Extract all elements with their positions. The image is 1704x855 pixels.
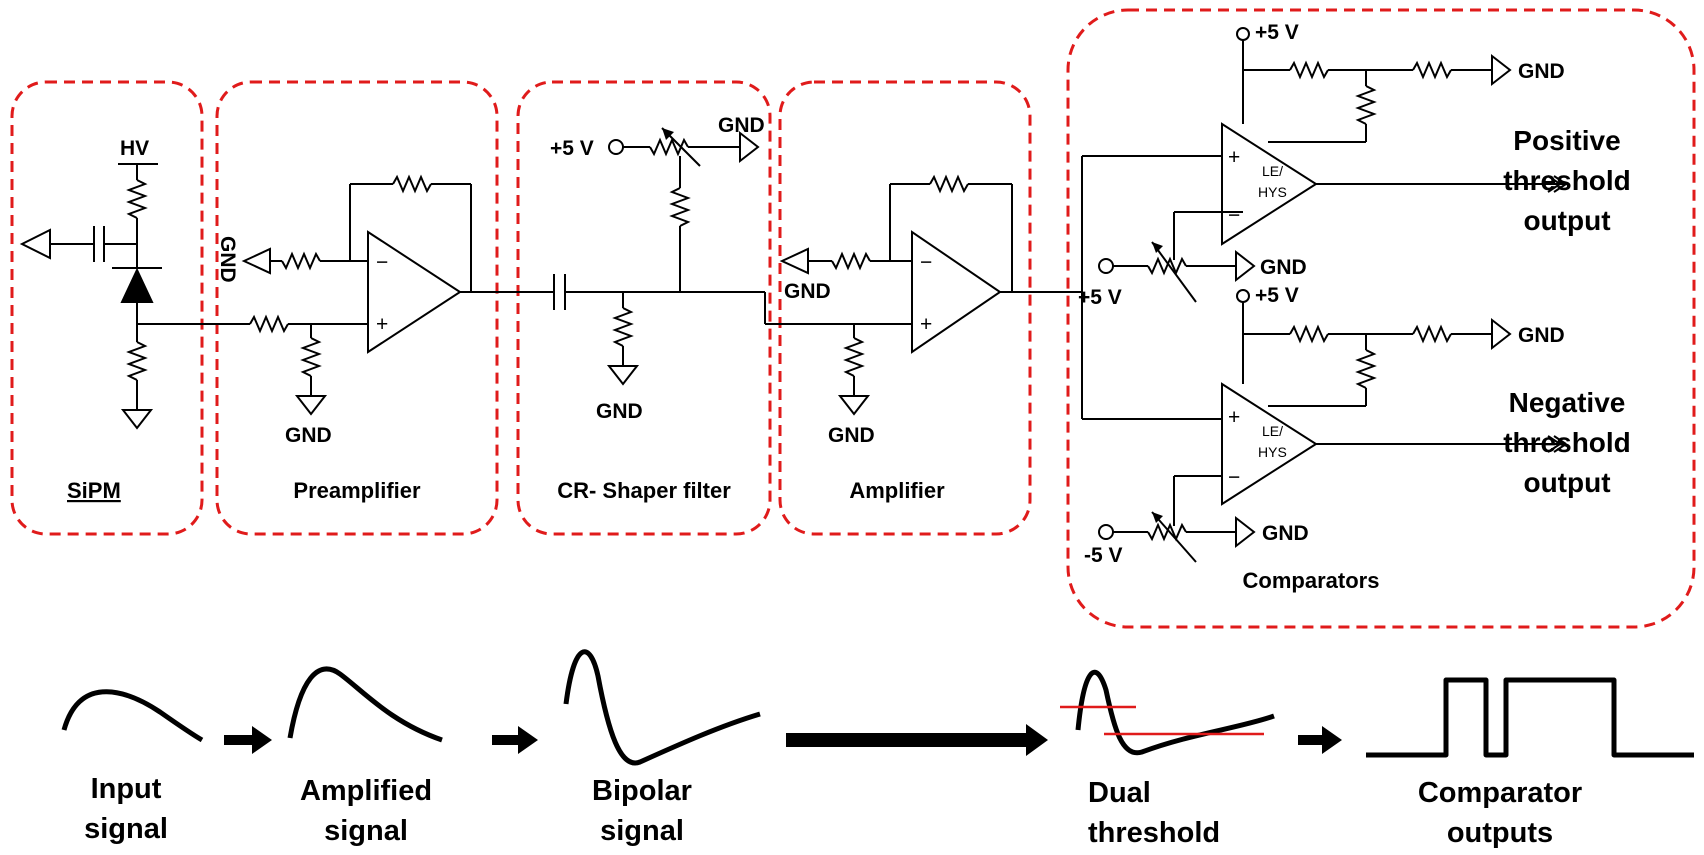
sipm-block [10, 80, 204, 536]
shaper-vcc-label: +5 V [550, 137, 594, 160]
dual-threshold-wave [1075, 669, 1275, 756]
comp-top-vcc: +5 V [1255, 21, 1299, 44]
amp-plus: + [920, 313, 932, 336]
waveforms [61, 649, 1694, 766]
shaper-gnd-top: GND [718, 114, 765, 137]
shaper-circuit [553, 127, 800, 386]
negative-output-line1: Negative [1509, 387, 1626, 418]
comparator-output-wave [1366, 677, 1694, 758]
shaper-label: CR- Shaper filter [557, 478, 731, 503]
dual-threshold-line1: Dual [1088, 777, 1151, 809]
positive-output-line1: Positive [1513, 125, 1620, 156]
amplified-signal-line2: signal [324, 815, 408, 847]
comparator-bottom-icon [1221, 382, 1318, 506]
sipm-circuit [19, 163, 250, 430]
negative-output-line3: output [1523, 467, 1610, 498]
preamp-gnd-left: GND [216, 236, 239, 283]
input-signal-line1: Input [91, 773, 162, 805]
bipolar-signal-line1: Bipolar [592, 775, 692, 807]
amp-gnd-left: GND [784, 280, 831, 303]
positive-output-line3: output [1523, 205, 1610, 236]
shaper-block [516, 80, 772, 536]
sipm-diode-icon [120, 267, 154, 303]
arrow-long-icon [786, 724, 1048, 756]
comparators-label: Comparators [1243, 568, 1380, 593]
comp-bot-text2: HYS [1258, 444, 1287, 460]
comp-bot-thr-vee: -5 V [1084, 544, 1123, 567]
shaper-gnd-bottom: GND [596, 400, 643, 423]
comparators-circuit [1081, 27, 1567, 563]
amplified-signal-wave [287, 666, 443, 743]
comp-top-thr-vcc: +5 V [1078, 286, 1122, 309]
comp-bot-minus: − [1228, 466, 1240, 489]
preamplifier-circuit [241, 174, 554, 416]
preamp-minus: − [376, 251, 388, 274]
input-signal-line2: signal [84, 813, 168, 845]
bipolar-signal-wave [563, 649, 761, 766]
preamplifier-block [215, 80, 499, 536]
arrow-2-icon [492, 726, 538, 754]
comp-top-plus: + [1228, 146, 1240, 169]
comp-top-text2: HYS [1258, 184, 1287, 200]
preamplifier-label: Preamplifier [293, 478, 421, 503]
negative-output-line2: threshold [1503, 427, 1631, 458]
sipm-label: SiPM [67, 478, 121, 503]
preamp-gnd-bottom: GND [285, 424, 332, 447]
amplifier-block [778, 80, 1032, 536]
positive-output-line2: threshold [1503, 165, 1631, 196]
comp-bot-thr-gnd: GND [1262, 522, 1309, 545]
bipolar-signal-line2: signal [600, 815, 684, 847]
comp-bot-plus: + [1228, 406, 1240, 429]
comparator-outputs-line2: outputs [1447, 817, 1553, 849]
comp-bot-vcc: +5 V [1255, 284, 1299, 307]
dual-threshold-line2: threshold [1088, 817, 1220, 849]
arrow-3-icon [1298, 726, 1342, 754]
comp-top-text1: LE/ [1262, 163, 1283, 179]
comparator-top-icon [1221, 122, 1318, 246]
comparators-block [1066, 8, 1696, 629]
input-signal-wave [61, 689, 204, 743]
comp-top-gnd: GND [1518, 60, 1565, 83]
amp-minus: − [920, 251, 932, 274]
comp-bot-text1: LE/ [1262, 423, 1283, 439]
arrow-1-icon [224, 726, 272, 754]
comparator-outputs-line1: Comparator [1418, 777, 1582, 809]
comp-top-thr-gnd: GND [1260, 256, 1307, 279]
amplified-signal-line1: Amplified [300, 775, 432, 807]
amp-opamp-icon [911, 230, 1002, 354]
amp-gnd-bottom: GND [828, 424, 875, 447]
preamp-plus: + [376, 313, 388, 336]
comp-bot-gnd: GND [1518, 324, 1565, 347]
comp-top-minus: − [1228, 204, 1240, 227]
amplifier-label: Amplifier [849, 478, 945, 503]
amplifier-circuit [779, 174, 1082, 416]
preamp-opamp-icon [367, 230, 462, 354]
hv-label: HV [120, 137, 149, 160]
